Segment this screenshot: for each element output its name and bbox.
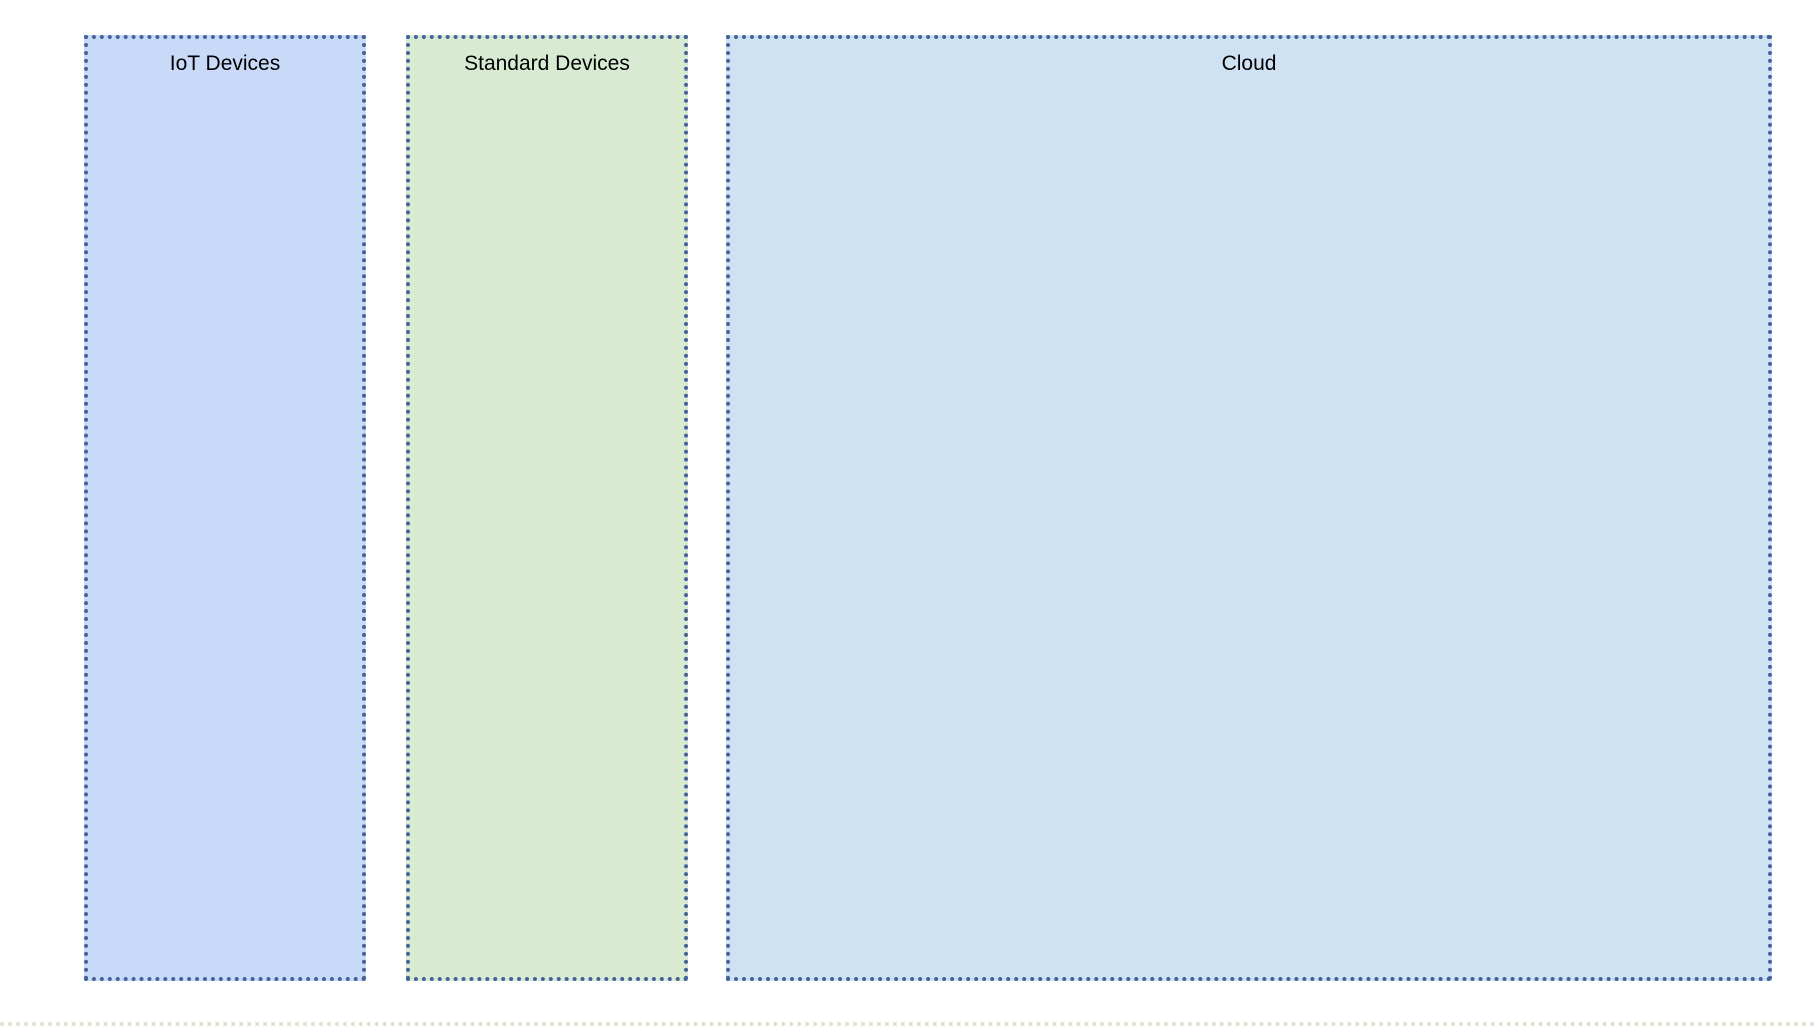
- zone-iot-devices: IoT Devices: [84, 35, 366, 981]
- bottom-cutoff-dotted-line: [0, 1022, 1816, 1026]
- zone-cloud: Cloud: [726, 35, 1772, 981]
- zone-standard-devices: Standard Devices: [406, 35, 688, 981]
- zone-iot-devices-label: IoT Devices: [169, 52, 281, 75]
- zone-standard-devices-label: Standard Devices: [464, 52, 630, 75]
- zone-cloud-label: Cloud: [1221, 52, 1277, 75]
